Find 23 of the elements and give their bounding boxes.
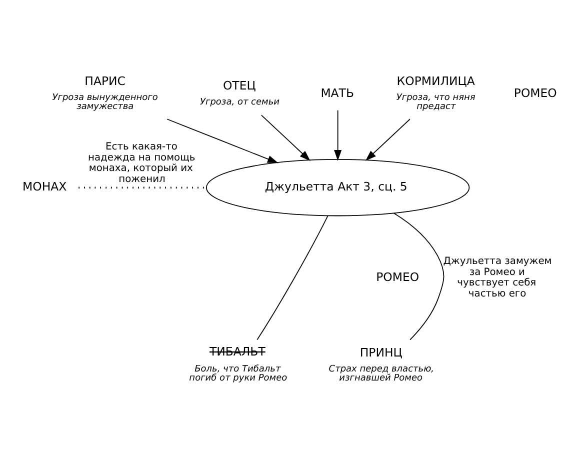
node-label: Угроза, от семьи	[200, 97, 280, 108]
edge-label: Джульетта замужем за Ромео и чувствует себя частью его	[443, 256, 552, 300]
arrow	[334, 109, 342, 160]
node-text: МАТЬ	[320, 85, 354, 100]
node-label: Угроза вынужденного замужества	[52, 92, 158, 112]
node-label: Угроза, что няня предаст	[396, 92, 476, 112]
node-label: Боль, что Тибальт погиб от руки Ромео	[189, 364, 288, 383]
connector	[256, 214, 328, 340]
node-ellipse: Джульетта Акт 3, сц. 5	[206, 158, 470, 216]
label: РОМЕО	[376, 269, 420, 284]
node-label: Страх перед властью, изгнавшей Ромео	[328, 364, 434, 383]
node-text: КОРМИЛИЦА	[396, 74, 475, 88]
label: РОМЕО	[514, 85, 557, 100]
arrow	[260, 114, 310, 160]
node-text: МОНАХ	[22, 179, 67, 194]
arrow	[166, 118, 278, 163]
node-text: ОТЕЦ	[222, 78, 256, 92]
node-text: ТИБАЛЬТ	[209, 344, 266, 358]
connector	[393, 212, 444, 340]
edge-label: Есть какая-то надежда на помощь монаха, который их поженил	[88, 141, 196, 185]
node-text: ПРИНЦ	[360, 345, 402, 360]
arrow	[365, 118, 410, 160]
node-text: ПАРИС	[84, 74, 126, 88]
